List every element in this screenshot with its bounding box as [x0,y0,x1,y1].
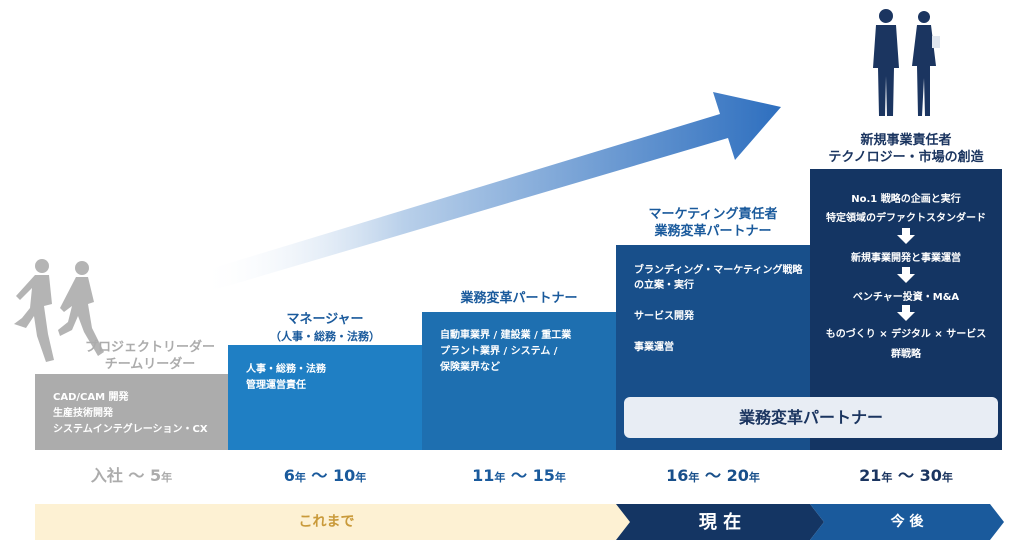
step1-heading: プロジェクトリーダー チームリーダー [84,340,215,372]
phase-future-label: 今 後 [890,514,924,530]
years-step5: 21年 〜 30年 [859,466,953,485]
years-step4: 16年 〜 20年 [666,466,760,485]
step3-block: 自動車業界 / 建設業 / 重工業 プラント業界 / システム / 保険業界など [422,312,616,450]
step4-item: の立案・実行 [634,280,694,291]
step5-heading: 新規事業責任者 テクノロジー・市場の創造 [828,133,984,165]
step4-item: 事業運営 [634,342,674,353]
phase-present-label: 現 在 [698,512,742,533]
step3-heading: 業務変革パートナー [460,291,578,306]
step3-item: プラント業界 / システム / [440,346,558,357]
running-people-icon [14,259,104,362]
step5-item: ものづくり × デジタル × サービス [825,329,987,340]
step1-item: システムインテグレーション・CX [53,424,208,435]
step5-item: 特定領域のデファクトスタンダード [826,213,986,224]
phase-past-bar [35,504,631,540]
step2-item: 管理運営責任 [246,380,306,391]
step5-item: ベンチャー投資・M&A [852,292,960,303]
phase-future-bar [810,504,1004,540]
step5-item: 新規事業開発と事業運営 [851,253,961,264]
step1-item: CAD/CAM 開発 [53,392,129,403]
tablet-icon [932,36,940,48]
business-people-icon [873,9,940,116]
years-step3: 11年 〜 15年 [472,466,566,485]
phase-present-bar [616,504,824,540]
years-step1: 入社 〜 5年 [90,466,173,485]
step5-item: No.1 戦略の企画と実行 [851,194,961,205]
step3-item: 保険業界など [440,362,500,373]
step2-heading: マネージャー （人事・総務・法務） [270,312,380,343]
step4-heading: マーケティング責任者 業務変革パートナー [648,207,778,239]
step4-item: ブランディング・マーケティング戦略 [634,265,803,276]
step2-block: 人事・総務・法務 管理運営責任 [228,345,422,450]
step3-item: 自動車業界 / 建設業 / 重工業 [440,330,572,341]
step5-item: 群戦略 [891,349,921,360]
years-step2: 6年 〜 10年 [283,466,367,485]
step1-item: 生産技術開発 [53,408,113,419]
step2-item: 人事・総務・法務 [246,364,326,375]
step4-item: サービス開発 [634,311,694,322]
phase-past-label: これまで [298,514,355,530]
transformation-partner-badge: 業務変革パートナー [624,397,998,438]
step1-block: CAD/CAM 開発 生産技術開発 システムインテグレーション・CX [35,374,228,450]
